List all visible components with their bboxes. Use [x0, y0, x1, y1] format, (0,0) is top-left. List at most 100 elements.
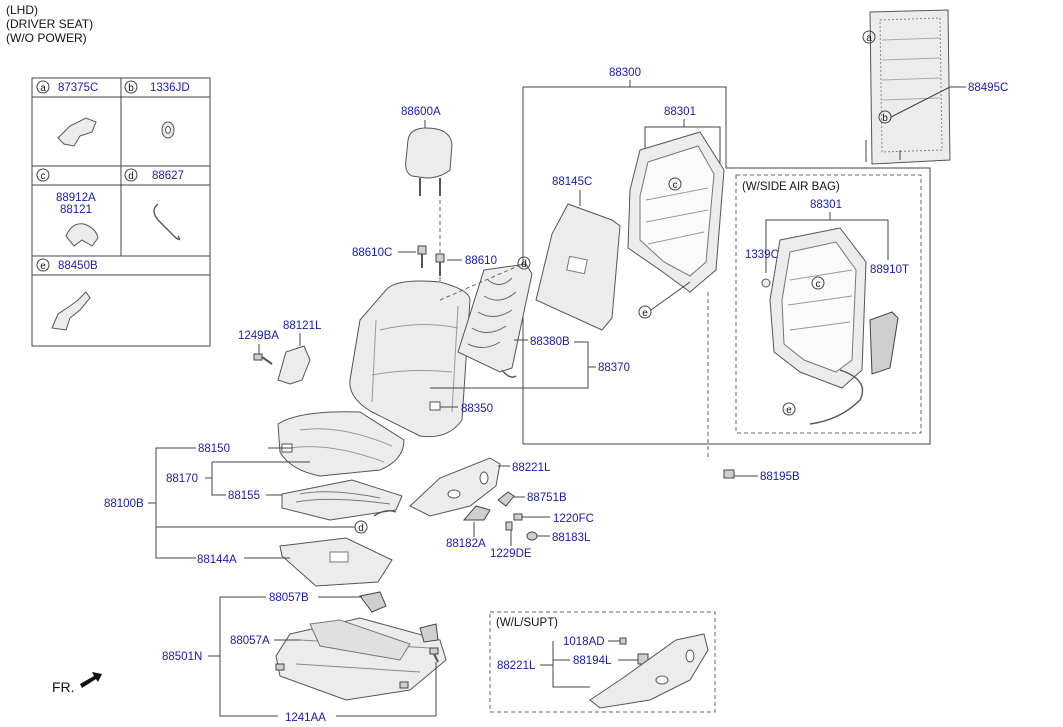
- front-label: FR.: [52, 679, 75, 695]
- marker-a-backpanel: [862, 30, 876, 44]
- callout-88144A: 88144A: [197, 554, 237, 566]
- legend-marker-a: [36, 80, 50, 94]
- marker-c-frame: [668, 177, 682, 191]
- legend-letter-d: d: [128, 171, 134, 182]
- callout-88600A: 88600A: [401, 106, 441, 118]
- legend-part-a: 87375C: [58, 82, 98, 94]
- front-indicator: FR.: [52, 672, 102, 695]
- legend-part-e: 88450B: [58, 260, 98, 272]
- legend-marker-d: [124, 168, 138, 182]
- lumbar-shield-shape: [589, 633, 709, 709]
- side-airbag-box: (W/SIDE AIR BAG) 88301 1339CC 88910T c e: [735, 174, 922, 434]
- callout-88350: 88350: [461, 403, 493, 415]
- lumbar-box: (W/L/SUPT) 1018AD 88194L 88221L: [489, 611, 716, 713]
- legend-wire-d-shape: [153, 203, 181, 241]
- legend-part-b: 1336JD: [150, 82, 190, 94]
- callout-88145C: 88145C: [552, 176, 592, 188]
- callout-88610C: 88610C: [352, 247, 392, 259]
- callout-88610: 88610: [465, 255, 497, 267]
- cushion-mat-group: 88155 d: [228, 479, 403, 534]
- marker-d-back-label: d: [521, 259, 527, 270]
- side-airbag-module-shape: [869, 311, 899, 375]
- legend-table: a 87375C b 1336JD c 88912A 88121 d 88627…: [31, 77, 211, 347]
- legend-letter-e: e: [40, 261, 46, 272]
- recliner-cover-group: 88121L 1249BA: [238, 320, 322, 385]
- callout-88501N: 88501N: [162, 651, 202, 663]
- back-cover-group: 88350 88370: [349, 280, 630, 438]
- legend-letter-b: b: [128, 83, 134, 94]
- legend-part-c1: 88912A: [56, 192, 96, 204]
- callout-88057B: 88057B: [269, 592, 309, 604]
- cushion-shape: [277, 411, 405, 477]
- callout-1241AA: 1241AA: [285, 712, 326, 724]
- header-driver-seat: (DRIVER SEAT): [6, 17, 94, 31]
- side-shield-shape: [409, 457, 501, 517]
- callout-88221L: 88221L: [512, 462, 551, 474]
- cushion-bracket-lines: 88170 88100B: [104, 447, 355, 559]
- marker-a-backpanel-label: a: [866, 33, 872, 44]
- back-pad-group: 88145C: [535, 176, 621, 331]
- legend-marker-c: [36, 168, 50, 182]
- lumbar-88221L: 88221L: [497, 660, 536, 672]
- legend-clip-a-shape: [57, 117, 97, 147]
- legend-letter-c: c: [41, 171, 46, 182]
- callout-88182A: 88182A: [446, 538, 486, 550]
- back-mat-group: 88380B d: [439, 256, 570, 378]
- side-airbag-title: (W/SIDE AIR BAG): [742, 181, 840, 193]
- legend-marker-b: [124, 80, 138, 94]
- callout-88155: 88155: [228, 490, 260, 502]
- assembly-88300-outline: 88300: [522, 67, 931, 445]
- side-airbag-88301: 88301: [810, 199, 842, 211]
- callout-88751B: 88751B: [527, 492, 567, 504]
- lever-88182A-shape: [462, 505, 491, 521]
- callout-88100B: 88100B: [104, 498, 144, 510]
- callout-88300: 88300: [609, 67, 641, 79]
- back-mat-shape: [457, 263, 533, 373]
- callout-88495C: 88495C: [968, 82, 1008, 94]
- header-wo-power: (W/O POWER): [6, 31, 87, 45]
- cushion-group: 88150: [198, 411, 405, 477]
- callout-1249BA: 1249BA: [238, 330, 279, 342]
- bracket-88057B-shape: [359, 591, 387, 613]
- legend-part-d: 88627: [152, 170, 184, 182]
- marker-e-sideairbag: [782, 402, 796, 416]
- callout-88121L: 88121L: [283, 320, 322, 332]
- callout-1220FC: 1220FC: [553, 513, 594, 525]
- side-shield-group: 88221L 88751B 1220FC 88182A 1229DE 88183…: [409, 457, 594, 560]
- marker-e-sideairbag-label: e: [786, 405, 792, 416]
- callout-88183L: 88183L: [552, 532, 591, 544]
- recliner-cover-shape: [277, 345, 311, 385]
- marker-c-frame-label: c: [673, 180, 678, 191]
- lumbar-1018AD: 1018AD: [563, 636, 605, 648]
- callout-88195B: 88195B: [760, 471, 800, 483]
- legend-part-c2: 88121: [60, 204, 92, 216]
- seatback-frame-group: 88301 c e: [627, 106, 725, 319]
- callout-88150: 88150: [198, 443, 230, 455]
- headrest-shape: [405, 127, 453, 179]
- marker-c-sideairbag: [811, 276, 825, 290]
- marker-d-back: [517, 256, 531, 270]
- marker-e-frame: [638, 305, 652, 319]
- header-lhd: (LHD): [6, 3, 38, 17]
- side-airbag-88910T: 88910T: [870, 264, 909, 276]
- legend-clip-c-shape: [65, 223, 99, 247]
- knob-88751B-shape: [497, 491, 515, 507]
- marker-c-sideairbag-label: c: [816, 279, 821, 290]
- callout-88170: 88170: [166, 473, 198, 485]
- marker-b-backpanel-label: b: [882, 113, 888, 124]
- callout-88380B: 88380B: [530, 336, 570, 348]
- callout-88370: 88370: [598, 362, 630, 374]
- front-arrow-icon: [80, 672, 102, 688]
- callout-1229DE: 1229DE: [490, 548, 532, 560]
- cushion-pad-group: 88144A: [197, 537, 393, 587]
- back-panel-group: a b 88495C: [862, 9, 1008, 165]
- bolt-88195B-group: 88195B: [707, 292, 800, 483]
- back-panel-shape: [869, 9, 951, 165]
- callout-88057A: 88057A: [230, 635, 270, 647]
- back-cover-shape: [349, 280, 471, 438]
- legend-bracket-e-shape: [51, 291, 91, 331]
- lumbar-88194L: 88194L: [573, 655, 612, 667]
- callout-88301: 88301: [664, 106, 696, 118]
- track-assembly-group: 88057B 88057A 88501N 1241AA: [162, 591, 447, 724]
